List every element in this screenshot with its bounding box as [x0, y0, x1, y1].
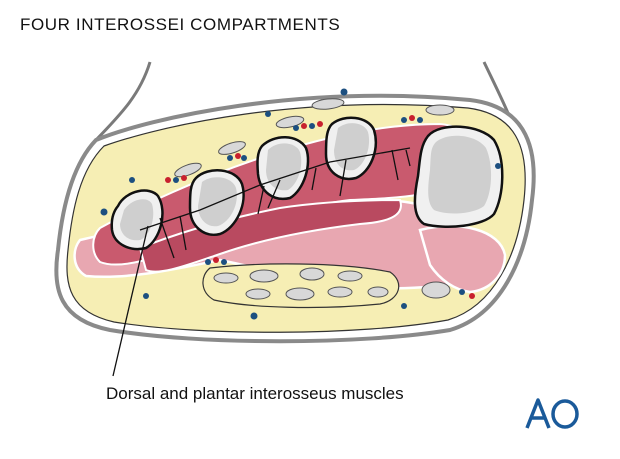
- plantar-tendon: [327, 286, 353, 298]
- plantar-muscle-light-right: [418, 224, 507, 294]
- plantar-tendon: [367, 286, 389, 298]
- pointer-lines: [139, 147, 411, 259]
- plantar-tendon: [213, 272, 239, 284]
- muscle-label: Dorsal and plantar interosseus muscles: [106, 384, 404, 403]
- dorsal-tendon: [174, 162, 202, 178]
- plantar-tendon: [285, 287, 315, 301]
- ao-logo: AO: [525, 398, 579, 429]
- plantar-tendon: [249, 269, 279, 283]
- plantar-tendon: [421, 281, 451, 299]
- metatarsal-2-inner: [334, 123, 370, 171]
- plantar-tendon: [299, 267, 325, 281]
- vessels: [100, 88, 501, 320]
- metatarsal-5-inner: [120, 199, 154, 241]
- dorsal-tendon: [275, 115, 305, 129]
- plantar-fat-pad: [202, 263, 400, 309]
- dorsal-tendon: [218, 141, 246, 155]
- dorsal-tendon: [311, 98, 345, 110]
- metatarsal-3-inner: [266, 143, 302, 191]
- dorsal-tendon: [425, 104, 455, 116]
- metatarsal-1-inner: [428, 135, 492, 214]
- plantar-tendon: [337, 270, 363, 282]
- outer-contour-left: [94, 61, 152, 142]
- diagram-title: FOUR INTEROSSEI COMPARTMENTS: [20, 15, 341, 34]
- plantar-tendon: [245, 288, 271, 300]
- interossei-muscle-lower: [138, 198, 402, 273]
- metatarsal-4-inner: [198, 177, 237, 227]
- label-leader-line: [112, 225, 149, 377]
